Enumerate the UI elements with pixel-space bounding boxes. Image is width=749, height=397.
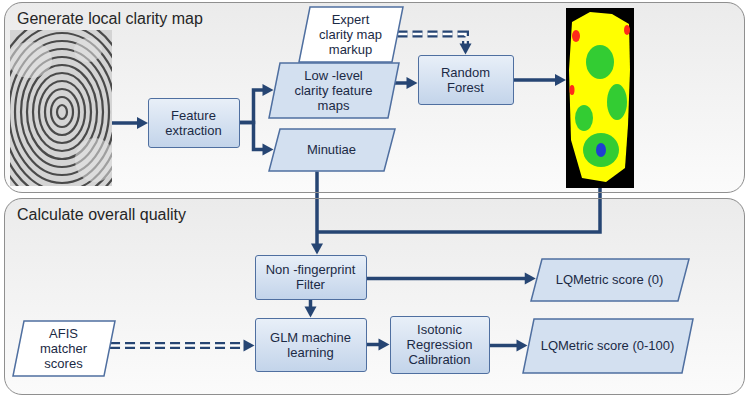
data-parallelogram: LQMetric score (0) <box>530 258 690 302</box>
ridge <box>10 30 112 186</box>
arrow-head <box>311 244 323 255</box>
ridge <box>10 30 112 186</box>
stage-panel: Calculate overall qualityNon -fingerprin… <box>4 198 745 395</box>
process-box: Feature extraction <box>148 98 240 148</box>
fingerprint-image <box>0 17 133 207</box>
arrow-head <box>407 77 418 89</box>
parallelogram-shape <box>13 321 115 376</box>
box-label: Expert clarity map markup <box>316 12 386 57</box>
input-parallelogram: AFIS matcher scores <box>12 320 116 377</box>
connector <box>490 340 528 352</box>
panel-heading: Generate local clarity map <box>17 9 203 28</box>
parallelogram-shape <box>523 319 693 373</box>
arrow-head <box>137 117 148 129</box>
arrow-head <box>460 44 472 55</box>
connector-line <box>315 172 319 246</box>
data-parallelogram: Minutiae <box>268 128 396 172</box>
box-label: Minutiae <box>307 142 356 157</box>
connector-line <box>367 343 381 347</box>
box-label: Isotonic Regression Calibration <box>397 322 483 367</box>
smudge <box>75 138 112 182</box>
process-box: Isotonic Regression Calibration <box>390 316 490 374</box>
panel-ground <box>4 2 745 193</box>
box-label: Low -level clarity feature maps <box>286 68 382 113</box>
ridge <box>45 89 79 135</box>
arrow-head <box>263 144 274 156</box>
connector <box>395 77 418 89</box>
process-box: Random Forest <box>418 55 514 105</box>
parallelogram-shape <box>269 63 399 118</box>
connector <box>311 172 323 255</box>
box-label: Random Forest <box>425 65 507 95</box>
connector <box>367 339 390 351</box>
parallelogram-shape <box>299 7 403 62</box>
map-region <box>596 143 606 157</box>
connector-line-inner <box>110 344 245 347</box>
fingerprint-ridges <box>10 30 112 186</box>
process-box: GLM machine learning <box>255 318 367 372</box>
process-box: Non -fingerprint Filter <box>255 255 367 300</box>
ridge <box>57 105 67 119</box>
connector-line <box>110 342 245 349</box>
arrow-head <box>305 307 317 318</box>
box-label: Feature extraction <box>155 108 233 138</box>
map-region <box>583 133 619 167</box>
parallelogram-shape <box>531 259 689 301</box>
map-region <box>570 85 575 95</box>
ridge <box>10 33 112 186</box>
fingerprint-smudge <box>10 38 112 182</box>
arrow-line <box>512 78 557 82</box>
ridge <box>33 73 91 151</box>
map-region <box>624 25 630 35</box>
panel-heading: Calculate overall quality <box>17 205 186 224</box>
box-label: LQMetric score (0-100) <box>541 338 675 353</box>
clarity-map-image <box>566 8 634 188</box>
connector-line <box>490 344 519 348</box>
connector-line <box>240 90 265 123</box>
box-label: LQMetric score (0) <box>556 272 664 287</box>
map-region <box>569 12 630 182</box>
connector <box>110 340 254 352</box>
data-parallelogram: LQMetric score (0-100) <box>522 318 694 374</box>
box-label: AFIS matcher scores <box>30 326 98 371</box>
connector-line <box>395 81 409 85</box>
merge-line <box>316 188 600 232</box>
map-region <box>572 30 580 42</box>
parallelogram-shape <box>269 129 395 171</box>
connector <box>240 123 274 156</box>
panel-ground <box>4 198 745 395</box>
map-region <box>586 45 614 79</box>
map-region <box>575 105 593 131</box>
input-parallelogram: Expert clarity map markup <box>298 6 404 63</box>
stage-panel: Generate local clarity map Expert clarity… <box>4 2 745 193</box>
connector-line-inner <box>398 34 466 46</box>
arrow-line <box>112 121 139 125</box>
connector-line <box>398 34 466 46</box>
arrow-head <box>517 340 528 352</box>
connector <box>398 34 472 55</box>
smudge <box>10 42 52 78</box>
connector-line <box>367 277 527 281</box>
connector-line <box>240 123 265 150</box>
ridge <box>39 81 85 143</box>
ridge <box>51 97 73 127</box>
ridge <box>10 41 112 183</box>
arrow-head <box>555 74 566 86</box>
arrow-head <box>263 84 274 96</box>
arrow-head <box>525 273 536 285</box>
map-region <box>607 84 627 120</box>
connector <box>305 300 317 318</box>
arrow-head <box>379 339 390 351</box>
connector <box>367 273 536 285</box>
map-ground <box>566 8 634 188</box>
data-parallelogram: Low -level clarity feature maps <box>268 62 400 119</box>
box-label: Non -fingerprint Filter <box>262 262 360 292</box>
arrow-head <box>244 340 255 352</box>
box-label: GLM machine learning <box>262 330 360 360</box>
smudge <box>74 38 102 62</box>
